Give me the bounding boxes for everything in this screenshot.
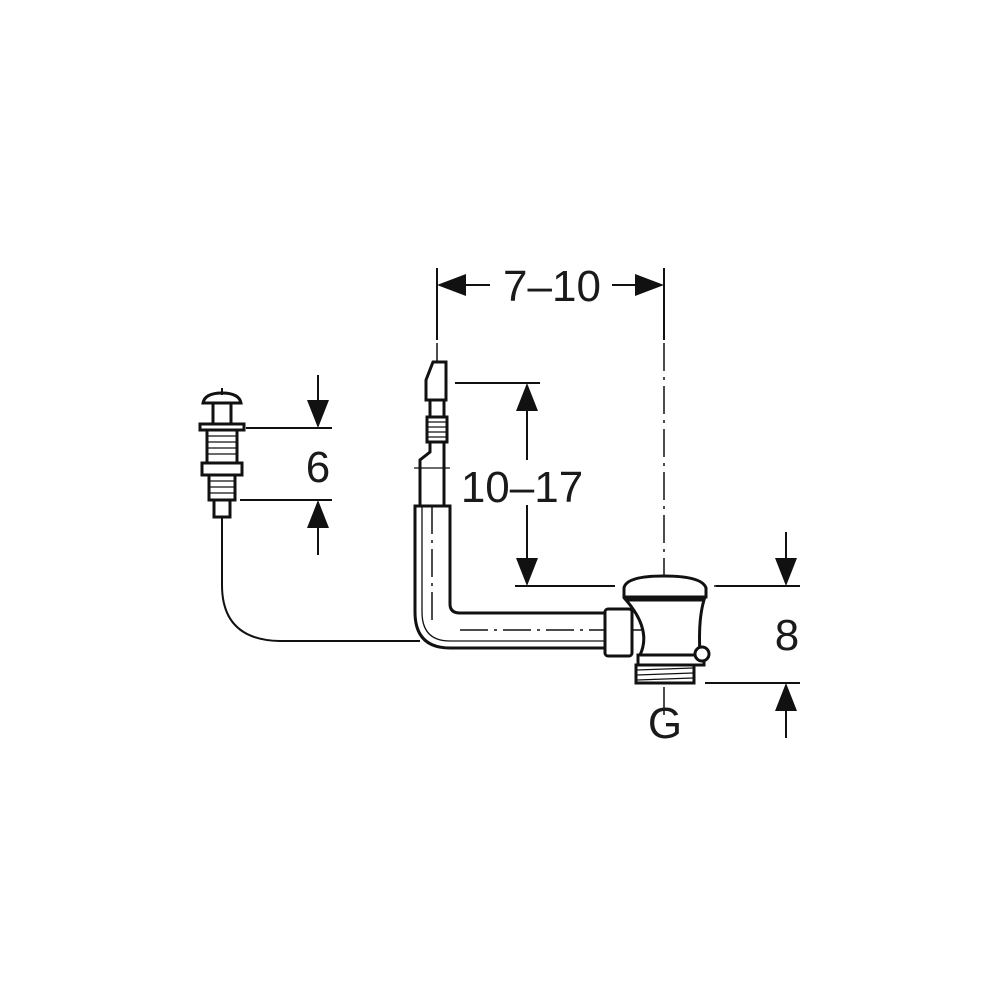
- dimension-drain-height: 8: [705, 532, 800, 738]
- dimension-label-8: 8: [775, 611, 799, 660]
- dimension-label-10-17: 10–17: [461, 463, 583, 512]
- dimension-label-7-10: 7–10: [503, 262, 601, 311]
- dimension-horizontal-offset: 7–10: [436, 262, 665, 720]
- push-button-actuator: [198, 388, 420, 642]
- thread-label-g: G: [648, 699, 682, 748]
- dimension-button-height: 6: [240, 375, 332, 555]
- dimension-label-6: 6: [306, 443, 330, 492]
- dimension-overflow-height: 10–17: [455, 382, 730, 587]
- drain-valve: [603, 574, 711, 685]
